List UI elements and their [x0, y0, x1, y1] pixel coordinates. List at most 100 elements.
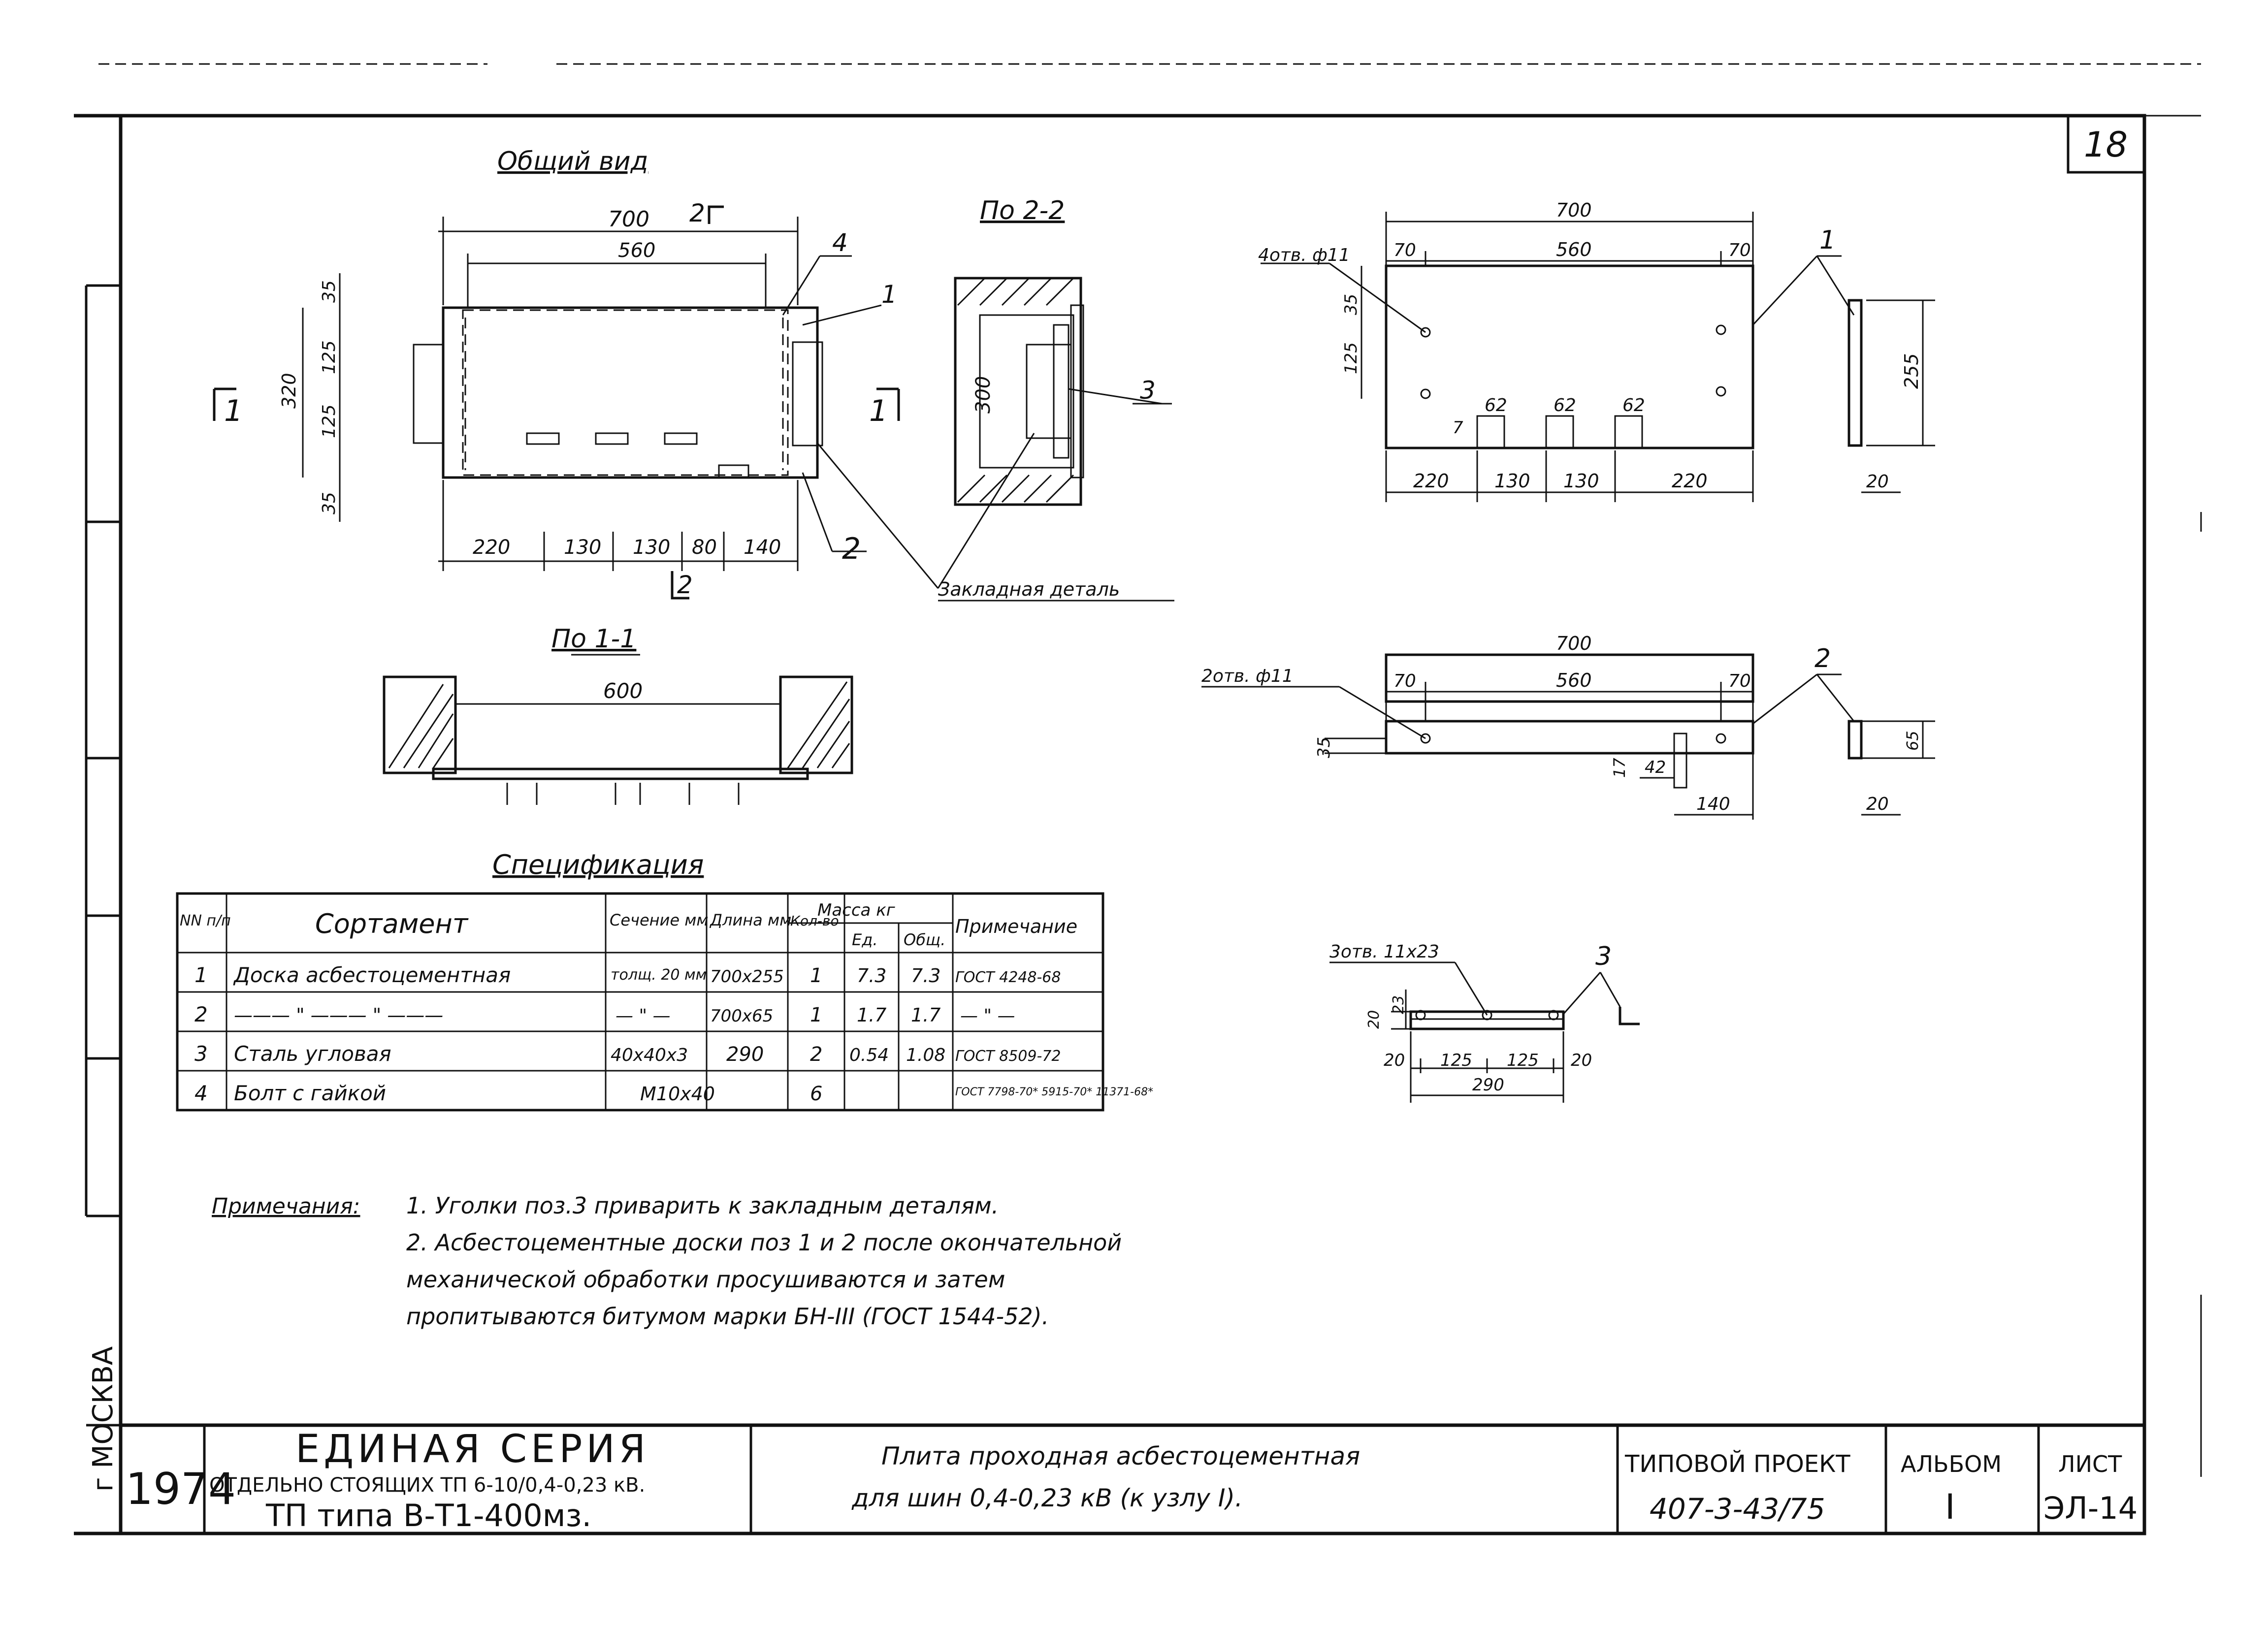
gv-section-mark-1-right: 1 [869, 394, 888, 428]
spec-h-mass: Масса кг [817, 900, 896, 920]
p3-callout: 3 [1595, 942, 1612, 971]
tb-sheet-value: ЭЛ-14 [2043, 1490, 2138, 1526]
spec-r1-section: толщ. 20 мм [611, 966, 707, 984]
gv-dim-80: 80 [692, 536, 717, 559]
section-1-1: По 1-1 600 [383, 624, 853, 805]
spec-h-assort: Сортамент [315, 908, 469, 939]
spec-title: Спецификация [492, 849, 704, 880]
gv-section-mark-2-top: 2 [689, 199, 705, 227]
gv-callout-4: 4 [832, 228, 848, 257]
gv-callout-1: 1 [881, 280, 897, 309]
spec-r4-qty: 6 [810, 1083, 822, 1105]
gv-dim-220: 220 [473, 536, 510, 559]
spec-r2-num: 2 [194, 1002, 208, 1026]
spec-r3-assort: Сталь угловая [234, 1042, 391, 1066]
tb-year: 1974 [126, 1464, 236, 1514]
sheet-number: 18 [2084, 125, 2128, 165]
spec-r2-total: 1.7 [911, 1004, 940, 1026]
p3-dim-125a: 125 [1440, 1051, 1472, 1070]
part-1-drawing: 700 70 560 70 4отв. ф11 35 125 62 62 62 … [1258, 199, 1935, 502]
spec-r1-unit: 7.3 [857, 965, 886, 987]
left-strip [85, 284, 121, 1427]
side-city-label: г МОСКВА [87, 1346, 119, 1492]
tb-tp-type: ТП типа В-Т1-400мз. [265, 1498, 591, 1533]
notes-line-1: 1. Уголки поз.3 приварить к закладным де… [406, 1192, 999, 1219]
p1-notch-62a: 62 [1485, 395, 1507, 415]
tb-desc-line-1: Плита проходная асбестоцементная [881, 1442, 1360, 1470]
p1-dim-130b: 130 [1563, 470, 1599, 492]
spec-h-num: NN п/п [180, 912, 231, 929]
tb-sheet-label: ЛИСТ [2058, 1451, 2122, 1477]
part-2-drawing: 700 70 560 70 2отв. ф11 35 17 42 140 65 … [1201, 633, 1935, 820]
spec-r4-section: М10x40 [640, 1083, 715, 1105]
gv-dim-130b: 130 [633, 536, 670, 559]
section-22-title: По 2-2 [980, 196, 1065, 225]
spec-r3-total: 1.08 [906, 1045, 945, 1065]
notes-line-4: пропитываются битумом марки БН-III (ГОСТ… [406, 1303, 1049, 1330]
p1-dim-560: 560 [1556, 239, 1592, 260]
p2-side-20: 20 [1866, 794, 1889, 814]
section-2-2: По 2-2 300 3 Закладная деталь [937, 196, 1174, 602]
p2-dim-140: 140 [1696, 794, 1730, 814]
p2-dim-70a: 70 [1393, 671, 1416, 691]
spec-h-section: Сечение мм [610, 911, 708, 929]
spec-r1-qty: 1 [810, 964, 822, 987]
spec-h-qty: Кол-во [790, 913, 839, 929]
section-22-callout-3: 3 [1140, 376, 1156, 405]
tb-project-label: ТИПОВОЙ ПРОЕКТ [1624, 1450, 1850, 1478]
section-11-dim-600: 600 [603, 679, 643, 703]
spec-r2-length: 700x65 [710, 1006, 773, 1026]
title-block: 1974 ЕДИНАЯ СЕРИЯ ОТДЕЛЬНО СТОЯЩИХ ТП 6-… [121, 1423, 2144, 1533]
p2-side-65: 65 [1903, 731, 1922, 751]
p1-dim-35: 35 [1341, 294, 1361, 315]
spec-r1-assort: Доска асбестоцементная [233, 963, 511, 987]
p3-dim-125b: 125 [1507, 1051, 1539, 1070]
tb-series-title: ЕДИНАЯ СЕРИЯ [295, 1427, 649, 1471]
p1-dim-700: 700 [1556, 199, 1592, 221]
p1-dim-70a: 70 [1393, 240, 1416, 260]
p2-dim-560: 560 [1556, 670, 1592, 691]
p1-dim-125: 125 [1341, 342, 1361, 374]
spec-r3-qty: 2 [810, 1043, 822, 1066]
spec-r1-num: 1 [194, 963, 208, 987]
p1-dim-70b: 70 [1728, 240, 1751, 260]
p2-dim-70b: 70 [1728, 671, 1751, 691]
gv-dim-560: 560 [618, 239, 655, 262]
gv-dim-125-lower: 125 [319, 404, 339, 438]
spec-r2-section: — " — [616, 1006, 670, 1026]
gv-dim-125-upper: 125 [319, 340, 339, 374]
spec-r2-qty: 1 [810, 1004, 822, 1026]
tb-desc-line-2: для шин 0,4-0,23 кВ (к узлу I). [851, 1484, 1243, 1512]
gv-dim-140: 140 [744, 536, 781, 559]
p3-dim-290: 290 [1472, 1075, 1504, 1095]
gv-dim-35-bottom: 35 [319, 492, 339, 514]
spec-r3-note: ГОСТ 8509-72 [955, 1048, 1061, 1065]
spec-h-mass-total: Общ. [904, 930, 945, 949]
spec-r1-note: ГОСТ 4248-68 [955, 969, 1061, 986]
p1-callout: 1 [1819, 225, 1836, 255]
part-3-drawing: 3отв. 11х23 23 20 20 125 125 20 290 3 [1329, 942, 1640, 1103]
table-row: 1 Доска асбестоцементная толщ. 20 мм 700… [194, 963, 1061, 987]
p2-callout: 2 [1814, 644, 1831, 673]
p2-dim-17: 17 [1610, 758, 1629, 778]
tb-project-value: 407-3-43/75 [1650, 1492, 1825, 1526]
p3-dim-20: 20 [1365, 1010, 1383, 1029]
spec-r3-section: 40x40x3 [611, 1045, 688, 1065]
spec-r2-assort: ——— " ——— " ——— [234, 1004, 443, 1026]
p1-notch-62b: 62 [1554, 395, 1576, 415]
spec-h-note: Примечание [955, 916, 1077, 937]
spec-r3-num: 3 [194, 1042, 208, 1066]
tb-album-label: АЛЬБОМ [1901, 1451, 2002, 1477]
notes-line-2: 2. Асбестоцементные доски поз 1 и 2 посл… [406, 1229, 1122, 1256]
spec-h-mass-unit: Ед. [852, 930, 878, 949]
p1-dim-130a: 130 [1494, 470, 1530, 492]
table-row: 4 Болт с гайкой М10x40 6 ГОСТ 7798-70* 5… [194, 1081, 1153, 1105]
spec-table: Спецификация NN п/п Сортамент Сечение мм… [176, 849, 1153, 1112]
tb-series-sub: ОТДЕЛЬНО СТОЯЩИХ ТП 6-10/0,4-0,23 кВ. [209, 1474, 645, 1497]
general-view-title: Общий вид [497, 147, 648, 176]
p3-dim-23: 23 [1390, 995, 1407, 1014]
section-11-title: По 1-1 [551, 624, 636, 654]
p1-dim-220a: 220 [1413, 470, 1449, 492]
p2-holes: 2отв. ф11 [1201, 666, 1294, 686]
p1-notch-depth: 7 [1453, 418, 1463, 438]
